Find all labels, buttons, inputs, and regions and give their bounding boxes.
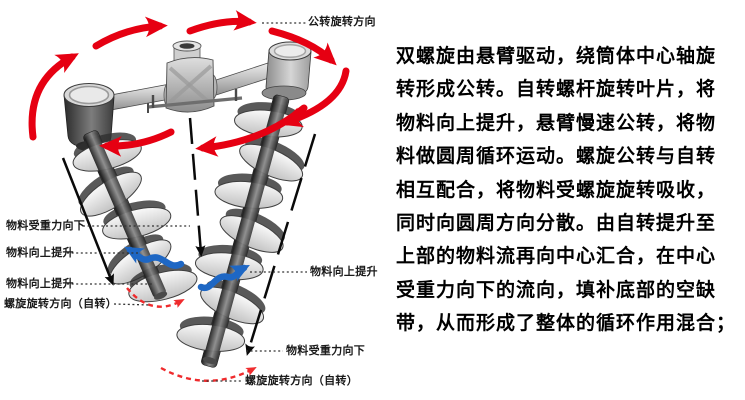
description-line-8: 受重力向下的流向，填补底部的空缺 — [396, 279, 717, 301]
description-text: 双螺旋由悬臂驱动，绕筒体中心轴旋 转形成公转。自转螺杆旋转叶片，将 物料向上提升… — [396, 40, 741, 341]
label-left-material-gravity-down: 物料受重力向下 — [6, 220, 86, 232]
description-line-1: 双螺旋由悬臂驱动，绕筒体中心轴旋 — [396, 46, 717, 67]
screw-mixer-diagram: 公转旋转方向 物料受重力向下 物料向上提升 物料向上提升 螺旋旋转方向（自转） … — [4, 10, 378, 387]
label-right-material-gravity-down: 物料受重力向下 — [286, 345, 366, 357]
label-right-self-rotation: 螺旋旋转方向（自转） — [245, 375, 358, 387]
description-line-2: 转形成公转。自转螺杆旋转叶片，将 — [396, 79, 717, 101]
description-line-4: 料做圆周循环运动。螺旋公转与自转 — [396, 146, 717, 168]
description-line-5: 相互配合，将物料受螺旋旋转吸收， — [396, 179, 717, 201]
label-revolution-direction: 公转旋转方向 — [308, 16, 376, 28]
label-left-material-lift-upper: 物料向上提升 — [6, 247, 74, 259]
description-line-6: 同时向圆周方向分散。由自转提升至 — [396, 212, 717, 234]
leader-lines — [67, 22, 307, 382]
description-line-7: 上部的物料流再向中心汇合，在中心 — [396, 246, 717, 268]
label-left-material-lift-lower: 物料向上提升 — [6, 278, 74, 290]
diagram-illustration — [28, 10, 350, 382]
description-line-9: 带，从而形成了整体的循环作用混合； — [396, 313, 737, 335]
right-drive-cylinder — [261, 41, 312, 101]
label-right-material-lift: 物料向上提升 — [310, 266, 378, 278]
revolution-arrows — [28, 10, 350, 157]
material-down-arrows — [61, 117, 317, 356]
label-left-self-rotation: 螺旋旋转方向（自转） — [4, 298, 117, 310]
center-hub — [165, 40, 215, 113]
description-line-3: 物料向上提升，悬臂慢速公转，将物 — [396, 112, 717, 134]
bracket-rod — [147, 89, 243, 113]
cross-arm-assembly — [99, 40, 273, 113]
material-lift-arrows — [124, 246, 250, 292]
